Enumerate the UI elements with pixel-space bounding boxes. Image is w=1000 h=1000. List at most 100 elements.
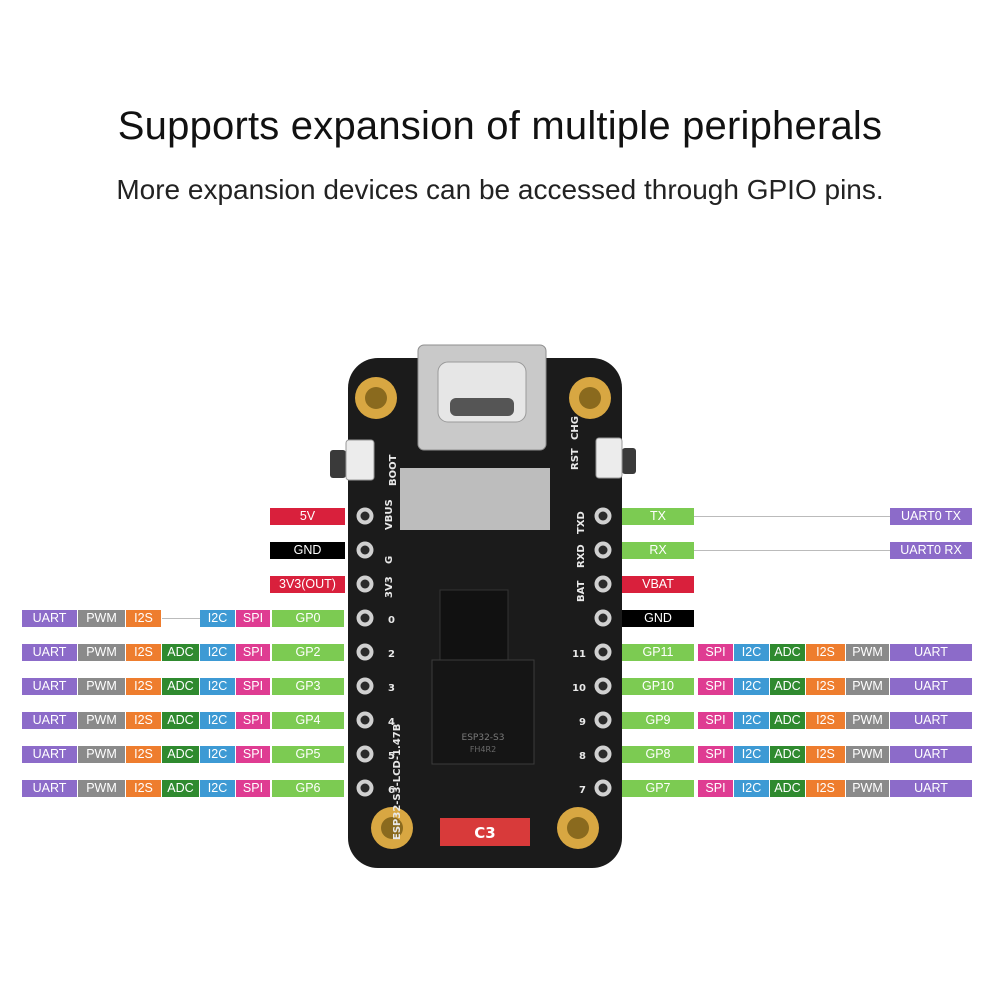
right-gp8-i2c-tag: I2C <box>734 746 770 763</box>
boot-button-body <box>330 450 346 478</box>
right-gp7-adc-tag: ADC <box>770 780 806 797</box>
right-tx-uart0-tag: UART0 TX <box>890 508 972 525</box>
left-pad-hole-1 <box>360 545 370 555</box>
left-gp2-adc-tag: ADC <box>162 644 200 661</box>
left-gp0-i2s-tag: I2S <box>126 610 162 627</box>
left-pad-hole-2 <box>360 579 370 589</box>
left-gp3-spi-tag: SPI <box>236 678 270 695</box>
rf-shield <box>400 468 550 530</box>
left-gp4-pwm-tag: PWM <box>78 712 126 729</box>
right-tx-connector-line <box>694 516 890 517</box>
left-gp5-spi-tag: SPI <box>236 746 270 763</box>
boot-switch <box>345 439 375 481</box>
silk-left-2: 3V3 <box>384 576 395 598</box>
right-gp7-spi-tag: SPI <box>698 780 734 797</box>
left-gp6-pwm-tag: PWM <box>78 780 126 797</box>
silk-num-right-11: 11 <box>572 649 586 660</box>
right-gp10-uart-tag: UART <box>890 678 972 695</box>
left-pin-3v3out: 3V3(OUT) <box>270 576 345 593</box>
header-pads <box>356 507 612 797</box>
right-pad-hole-7 <box>598 749 608 759</box>
silk-num-left-4: 4 <box>388 717 395 728</box>
left-pin-gp4: GP4 <box>272 712 344 729</box>
right-gp8-spi-tag: SPI <box>698 746 734 763</box>
left-pin-5v: 5V <box>270 508 345 525</box>
left-gp3-i2c-tag: I2C <box>200 678 236 695</box>
mounting-hole-tr <box>569 377 611 419</box>
right-pad-hole-2 <box>598 579 608 589</box>
left-pad-hole-3 <box>360 613 370 623</box>
mounting-hole-bl <box>371 807 413 849</box>
right-pad-hole-4 <box>598 647 608 657</box>
left-gp5-i2s-tag: I2S <box>126 746 162 763</box>
right-gp9-spi-tag: SPI <box>698 712 734 729</box>
right-pad-hole-6 <box>598 715 608 725</box>
rst-button-body <box>622 448 636 474</box>
left-gp0-uart-tag: UART <box>22 610 78 627</box>
left-gp0-spi-tag: SPI <box>236 610 270 627</box>
left-pad-hole-4 <box>360 647 370 657</box>
left-gp6-i2c-tag: I2C <box>200 780 236 797</box>
silk-left-0: VBUS <box>384 499 395 530</box>
right-gp10-i2c-tag: I2C <box>734 678 770 695</box>
right-pin-gp8: GP8 <box>622 746 694 763</box>
silk-num-left-0: 0 <box>388 615 395 626</box>
left-pin-gp0: GP0 <box>272 610 344 627</box>
right-gp9-uart-tag: UART <box>890 712 972 729</box>
bottom-badge <box>440 818 530 846</box>
left-pad-hole-5 <box>360 681 370 691</box>
left-pin-gp2: GP2 <box>272 644 344 661</box>
silk-left-1: G <box>384 556 395 564</box>
boot-silk: BOOT <box>388 454 399 486</box>
right-gp10-pwm-tag: PWM <box>846 678 890 695</box>
esp32-chip <box>431 659 535 765</box>
right-pin-gp10: GP10 <box>622 678 694 695</box>
left-gp6-i2s-tag: I2S <box>126 780 162 797</box>
left-gp3-pwm-tag: PWM <box>78 678 126 695</box>
right-pad-hole-3 <box>598 613 608 623</box>
left-pin-gp5: GP5 <box>272 746 344 763</box>
silk-num-right-7: 7 <box>579 785 586 796</box>
right-gp11-i2c-tag: I2C <box>734 644 770 661</box>
page-title: Supports expansion of multiple periphera… <box>117 104 883 148</box>
left-gp4-i2s-tag: I2S <box>126 712 162 729</box>
right-pad-hole-0 <box>598 511 608 521</box>
right-rx-uart0-tag: UART0 RX <box>890 542 972 559</box>
right-pin-vbat: VBAT <box>622 576 694 593</box>
left-pin-gnd: GND <box>270 542 345 559</box>
left-gp2-i2c-tag: I2C <box>200 644 236 661</box>
page-subtitle: More expansion devices can be accessed t… <box>116 174 884 205</box>
rst-silk: RST <box>570 448 581 470</box>
left-pad-hole-0 <box>360 511 370 521</box>
silk-num-left-6: 6 <box>388 785 395 796</box>
silk-num-right-10: 10 <box>572 683 586 694</box>
left-gp5-uart-tag: UART <box>22 746 78 763</box>
right-gp11-spi-tag: SPI <box>698 644 734 661</box>
left-gp2-spi-tag: SPI <box>236 644 270 661</box>
left-gp6-uart-tag: UART <box>22 780 78 797</box>
right-gp8-adc-tag: ADC <box>770 746 806 763</box>
right-rx-connector-line <box>694 550 890 551</box>
left-pad-hole-8 <box>360 783 370 793</box>
right-gp7-i2s-tag: I2S <box>806 780 846 797</box>
right-pad-hole-1 <box>598 545 608 555</box>
flash-chip <box>439 589 509 661</box>
chip-code: FH4R2 <box>470 745 496 754</box>
left-gp4-i2c-tag: I2C <box>200 712 236 729</box>
left-gp6-spi-tag: SPI <box>236 780 270 797</box>
right-gp9-pwm-tag: PWM <box>846 712 890 729</box>
left-pad-hole-6 <box>360 715 370 725</box>
right-gp11-pwm-tag: PWM <box>846 644 890 661</box>
mounting-hole-tl <box>355 377 397 419</box>
right-pin-gp11: GP11 <box>622 644 694 661</box>
right-gp7-pwm-tag: PWM <box>846 780 890 797</box>
right-gp8-uart-tag: UART <box>890 746 972 763</box>
right-gp7-uart-tag: UART <box>890 780 972 797</box>
left-gp4-uart-tag: UART <box>22 712 78 729</box>
left-gp2-i2s-tag: I2S <box>126 644 162 661</box>
right-pin-gp9: GP9 <box>622 712 694 729</box>
right-gp7-i2c-tag: I2C <box>734 780 770 797</box>
left-gp4-adc-tag: ADC <box>162 712 200 729</box>
left-gp5-i2c-tag: I2C <box>200 746 236 763</box>
